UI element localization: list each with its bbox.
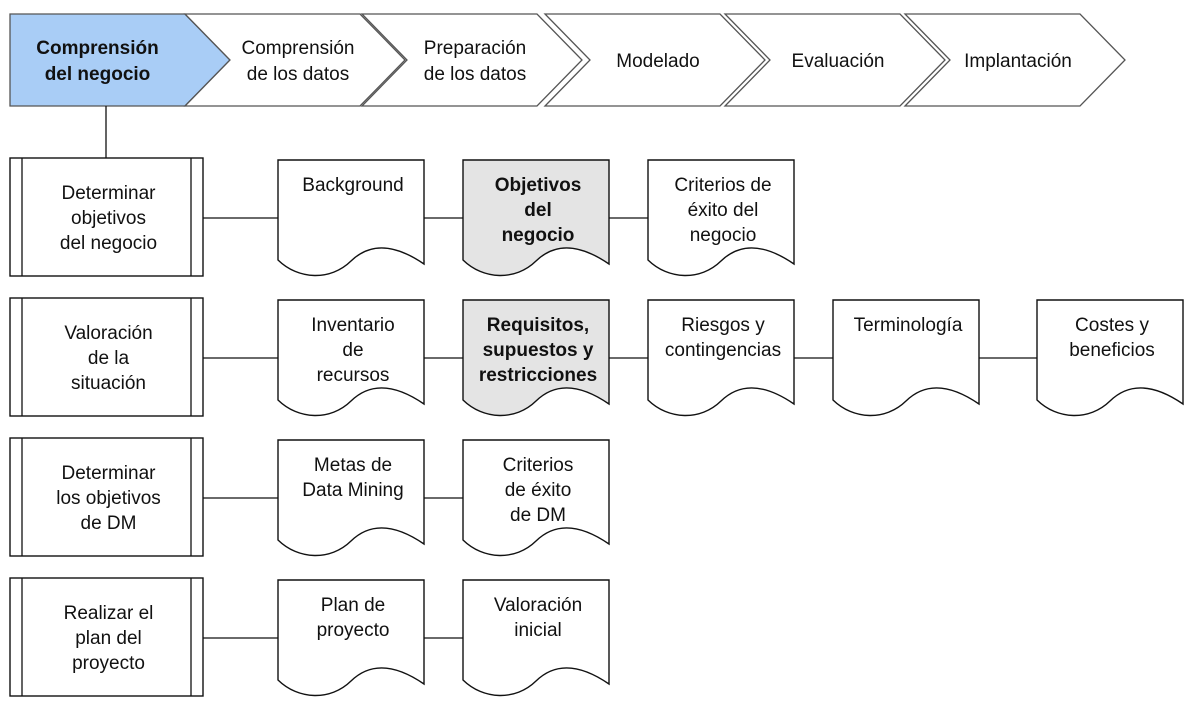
document-label-line: Requisitos, <box>487 315 589 336</box>
output-document: Metas de Data Mining <box>277 439 425 557</box>
document-shape <box>462 579 610 697</box>
task-label-line: los objetivos <box>56 488 161 509</box>
document-shape <box>462 299 610 417</box>
phase-6: Implantación <box>903 13 1126 107</box>
document-shape <box>1036 299 1184 417</box>
task-row-1: Determinar objetivos del negocio Background… <box>9 157 795 277</box>
document-label-line: del <box>524 200 551 221</box>
document-label-line: Inventario <box>311 315 394 336</box>
task-label-line: Determinar <box>62 463 157 484</box>
document-label-line: negocio <box>690 225 757 246</box>
task-box: Determinar objetivos del negocio <box>9 157 204 277</box>
phase-label-line: Comprensión <box>242 38 355 59</box>
task-label-line: Realizar el <box>64 603 154 624</box>
phase-4: Modelado <box>543 13 766 107</box>
document-label-line: proyecto <box>317 620 390 641</box>
document-label-line: Objetivos <box>495 175 582 196</box>
document-label-line: Terminología <box>854 315 963 336</box>
task-label-line: Determinar <box>62 183 157 204</box>
phase-shape <box>543 13 766 107</box>
task-label-line: proyecto <box>72 653 145 674</box>
task-box-frame <box>9 297 204 417</box>
output-document: Costes y beneficios <box>1036 299 1184 417</box>
task-row-3: Determinar los objetivos de DM Metas de Data… <box>9 437 610 557</box>
document-label-line: beneficios <box>1069 340 1155 361</box>
task-label-line: de la <box>88 348 130 369</box>
phase-shape <box>183 13 406 107</box>
output-document: Background <box>277 159 425 277</box>
task-row-4: Realizar el plan del proyecto Plan de proyec… <box>9 577 610 697</box>
output-document: Plan de proyecto <box>277 579 425 697</box>
document-label-line: Data Mining <box>302 480 403 501</box>
output-document: Terminología <box>832 299 980 417</box>
task-label-line: plan del <box>75 628 142 649</box>
output-document: Requisitos, supuestos y restricciones <box>462 299 610 417</box>
output-document: Inventario de recursos <box>277 299 425 417</box>
document-label-line: Criterios <box>503 455 574 476</box>
task-box: Valoración de la situación <box>9 297 204 417</box>
phase-label-line: Evaluación <box>792 51 885 72</box>
output-document: Valoración inicial <box>462 579 610 697</box>
document-shape <box>462 439 610 557</box>
document-shape <box>647 159 795 277</box>
document-label-line: de DM <box>510 505 566 526</box>
phase-label-line: Comprensión <box>36 38 158 59</box>
phase-3: Preparación de los datos <box>360 13 583 107</box>
task-box-frame <box>9 577 204 697</box>
document-label-line: Metas de <box>314 455 392 476</box>
phase-1: Comprensión del negocio <box>9 13 231 107</box>
phase-label-line: Implantación <box>964 51 1072 72</box>
task-label-line: objetivos <box>71 208 146 229</box>
document-label-line: restricciones <box>479 365 597 386</box>
document-shape <box>277 159 425 277</box>
document-label-line: éxito del <box>688 200 759 221</box>
task-box: Determinar los objetivos de DM <box>9 437 204 557</box>
document-shape <box>277 439 425 557</box>
document-label-line: supuestos y <box>483 340 594 361</box>
document-label-line: Valoración <box>494 595 582 616</box>
task-label-line: situación <box>71 373 146 394</box>
task-label-line: de DM <box>81 513 137 534</box>
document-label-line: inicial <box>514 620 562 641</box>
document-label-line: Criterios de <box>674 175 771 196</box>
phase-label-line: del negocio <box>45 64 151 85</box>
document-label-line: de <box>342 340 363 361</box>
task-rows: Determinar objetivos del negocio Background… <box>9 157 1184 697</box>
document-shape <box>462 159 610 277</box>
document-label-line: Costes y <box>1075 315 1149 336</box>
phase-label-line: Preparación <box>424 38 526 59</box>
output-document: Riesgos y contingencias <box>647 299 795 417</box>
document-shape <box>277 579 425 697</box>
task-label-line: del negocio <box>60 233 157 254</box>
task-row-2: Valoración de la situación Inventario de recu… <box>9 297 1184 417</box>
output-document: Criterios de éxito de DM <box>462 439 610 557</box>
document-shape <box>277 299 425 417</box>
document-label-line: Background <box>302 175 403 196</box>
task-box: Realizar el plan del proyecto <box>9 577 204 697</box>
task-box-frame <box>9 157 204 277</box>
document-label-line: Plan de <box>321 595 385 616</box>
document-label-line: Riesgos y <box>681 315 765 336</box>
phase-label-line: de los datos <box>424 64 526 85</box>
document-label-line: recursos <box>317 365 390 386</box>
phase-label-line: de los datos <box>247 64 349 85</box>
phase-shape <box>903 13 1126 107</box>
phase-shape <box>9 13 231 107</box>
document-label-line: negocio <box>502 225 575 246</box>
phase-chevrons: Comprensión del negocio Comprensión de los … <box>9 13 1126 107</box>
output-document: Criterios de éxito del negocio <box>647 159 795 277</box>
document-label-line: de éxito <box>505 480 572 501</box>
task-label-line: Valoración <box>64 323 152 344</box>
output-document: Objetivos del negocio <box>462 159 610 277</box>
document-label-line: contingencias <box>665 340 781 361</box>
document-shape <box>832 299 980 417</box>
phase-label-line: Modelado <box>616 51 699 72</box>
phase-shape <box>723 13 946 107</box>
task-box-frame <box>9 437 204 557</box>
phase-5: Evaluación <box>723 13 946 107</box>
phase-2: Comprensión de los datos <box>183 13 406 107</box>
phase-shape <box>360 13 583 107</box>
document-shape <box>647 299 795 417</box>
